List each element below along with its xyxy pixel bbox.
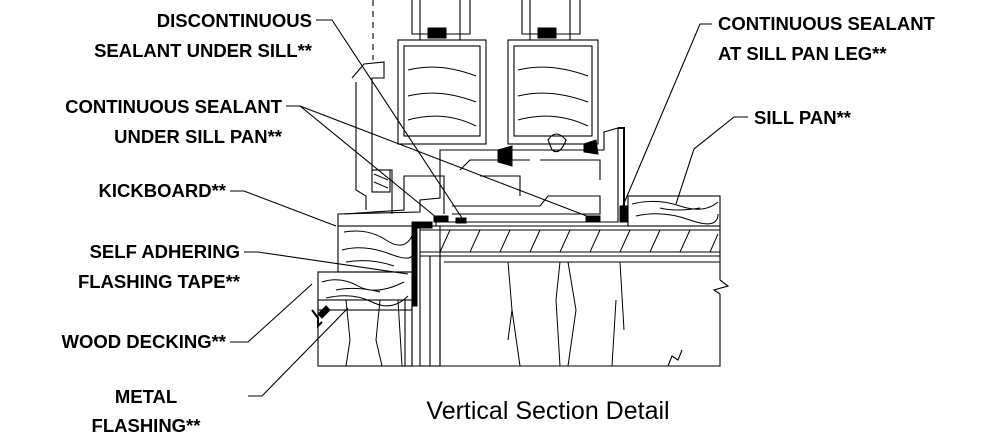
- leader-flashing-tape: [244, 251, 409, 275]
- label-kickboard: KICKBOARD**: [99, 180, 227, 201]
- label-self-adhering-flashing-tape: SELF ADHERING FLASHING TAPE**: [78, 241, 241, 292]
- svg-text:CONTINUOUS SEALANT: CONTINUOUS SEALANT: [718, 13, 936, 34]
- sealant-bead-1: [497, 145, 513, 167]
- svg-text:SELF ADHERING: SELF ADHERING: [90, 241, 240, 262]
- leader-lines: [230, 19, 748, 397]
- label-continuous-sealant-under-sill-pan: CONTINUOUS SEALANT UNDER SILL PAN**: [65, 96, 283, 147]
- interior-floor: [627, 195, 721, 227]
- label-discontinuous-sealant: DISCONTINUOUS SEALANT UNDER SILL**: [94, 10, 313, 61]
- svg-text:SILL PAN**: SILL PAN**: [754, 107, 852, 128]
- label-continuous-sealant-at-sill-pan-leg: CONTINUOUS SEALANT AT SILL PAN LEG**: [718, 13, 936, 64]
- sill-pan-leg: [618, 127, 625, 222]
- leader-sill-pan: [675, 116, 748, 205]
- svg-text:FLASHING**: FLASHING**: [92, 415, 202, 436]
- metal-flashing: [311, 309, 323, 329]
- subfloor-outline: [420, 225, 721, 257]
- svg-text:AT SILL PAN LEG**: AT SILL PAN LEG**: [718, 43, 887, 64]
- glazing-panel-2: [507, 0, 599, 145]
- leader-kickboard: [230, 190, 337, 227]
- leader-sill-pan-leg: [621, 23, 712, 209]
- sealant-bead-4: [585, 215, 601, 223]
- svg-text:SEALANT UNDER SILL**: SEALANT UNDER SILL**: [94, 40, 313, 61]
- svg-text:WOOD DECKING**: WOOD DECKING**: [62, 331, 227, 352]
- section-structure: [311, 0, 730, 367]
- leader-continuous-sealant-b: [299, 105, 593, 219]
- svg-text:FLASHING TAPE**: FLASHING TAPE**: [78, 271, 241, 292]
- leader-wood-decking: [230, 283, 313, 343]
- svg-text:CONTINUOUS SEALANT: CONTINUOUS SEALANT: [65, 96, 283, 117]
- label-sill-pan: SILL PAN**: [754, 107, 852, 128]
- drawing-title: Vertical Section Detail: [426, 397, 669, 425]
- label-wood-decking: WOOD DECKING**: [62, 331, 227, 352]
- svg-text:UNDER SILL PAN**: UNDER SILL PAN**: [114, 126, 283, 147]
- svg-text:DISCONTINUOUS: DISCONTINUOUS: [157, 10, 312, 31]
- label-metal-flashing: METAL FLASHING**: [92, 386, 202, 436]
- svg-text:METAL: METAL: [115, 386, 177, 407]
- flashing-tape: [411, 225, 418, 307]
- sealant-bead-2: [583, 139, 599, 155]
- leader-metal-flashing: [248, 307, 349, 397]
- svg-text:KICKBOARD**: KICKBOARD**: [99, 180, 227, 201]
- glazing-panel-1: [397, 0, 487, 145]
- leader-continuous-sealant-a: [286, 105, 438, 219]
- sealant-bead-3: [433, 215, 449, 223]
